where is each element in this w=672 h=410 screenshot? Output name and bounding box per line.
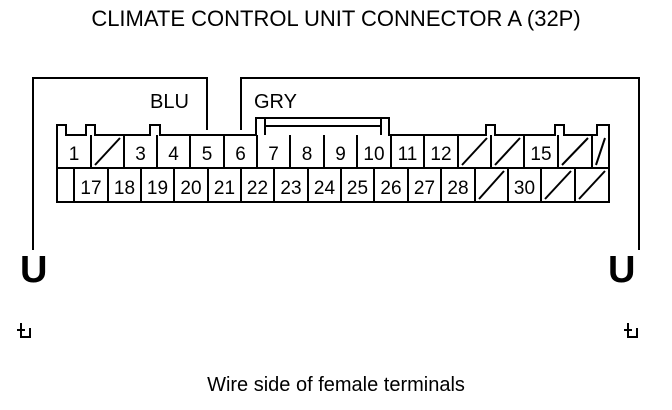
row1-terminal-label: 4 xyxy=(168,144,179,165)
row2-terminal-label: 22 xyxy=(247,178,268,199)
diagram-caption: Wire side of female terminals xyxy=(207,374,465,396)
left-probe-icon: U xyxy=(20,249,47,291)
row2-terminal-label: 26 xyxy=(380,178,401,199)
row1-terminal-label: 12 xyxy=(430,144,451,165)
right-probe-icon: U xyxy=(608,249,635,291)
row2-terminal-label: 27 xyxy=(414,178,435,199)
row1-blocked-cavity xyxy=(461,137,488,166)
row2-terminal-label: 21 xyxy=(214,178,235,199)
row2-terminal-label: 23 xyxy=(280,178,301,199)
row1-terminal-label: 9 xyxy=(335,144,346,165)
blu-wire xyxy=(32,77,208,250)
row1-terminal-label: 15 xyxy=(530,144,551,165)
row2-blocked-cavity xyxy=(578,170,606,200)
row2-terminal-label: 20 xyxy=(180,178,201,199)
row2-terminal-label: 17 xyxy=(80,178,101,199)
left-ground-icon xyxy=(17,323,31,338)
row2-terminal-label: 24 xyxy=(314,178,336,199)
row1-terminal-label: 7 xyxy=(268,144,279,165)
row1-blocked-cavity xyxy=(494,137,521,166)
row1-terminal-label: 1 xyxy=(69,144,80,165)
row1-terminal-label: 11 xyxy=(398,144,418,165)
row1-terminal-label: 10 xyxy=(363,144,384,165)
row1-terminal-label: 8 xyxy=(302,144,313,165)
row1-blocked-cavity xyxy=(94,137,121,166)
row2-terminal-label: 25 xyxy=(347,178,368,199)
row2-blocked-cavity xyxy=(478,170,505,200)
diagram-title: CLIMATE CONTROL UNIT CONNECTOR A (32P) xyxy=(91,6,581,31)
row1-blocked-cavity xyxy=(561,137,589,166)
row1-terminal-label: 5 xyxy=(202,144,213,165)
row2-blocked-cavity xyxy=(544,170,572,200)
row2-terminal-label: 18 xyxy=(114,178,135,199)
right-ground-icon xyxy=(624,323,638,338)
row1-blocked-cavity xyxy=(595,137,606,166)
row2-terminal-label: 28 xyxy=(447,178,468,199)
gry-wire xyxy=(240,77,640,250)
row1-terminal-label: 3 xyxy=(135,144,146,165)
row2-terminal-label: 19 xyxy=(147,178,168,199)
row2-terminal-label: 30 xyxy=(514,178,535,199)
blu-label: BLU xyxy=(150,91,189,113)
connector-outline xyxy=(56,117,610,203)
row1-terminal-label: 6 xyxy=(235,144,246,165)
gry-label: GRY xyxy=(254,91,297,113)
